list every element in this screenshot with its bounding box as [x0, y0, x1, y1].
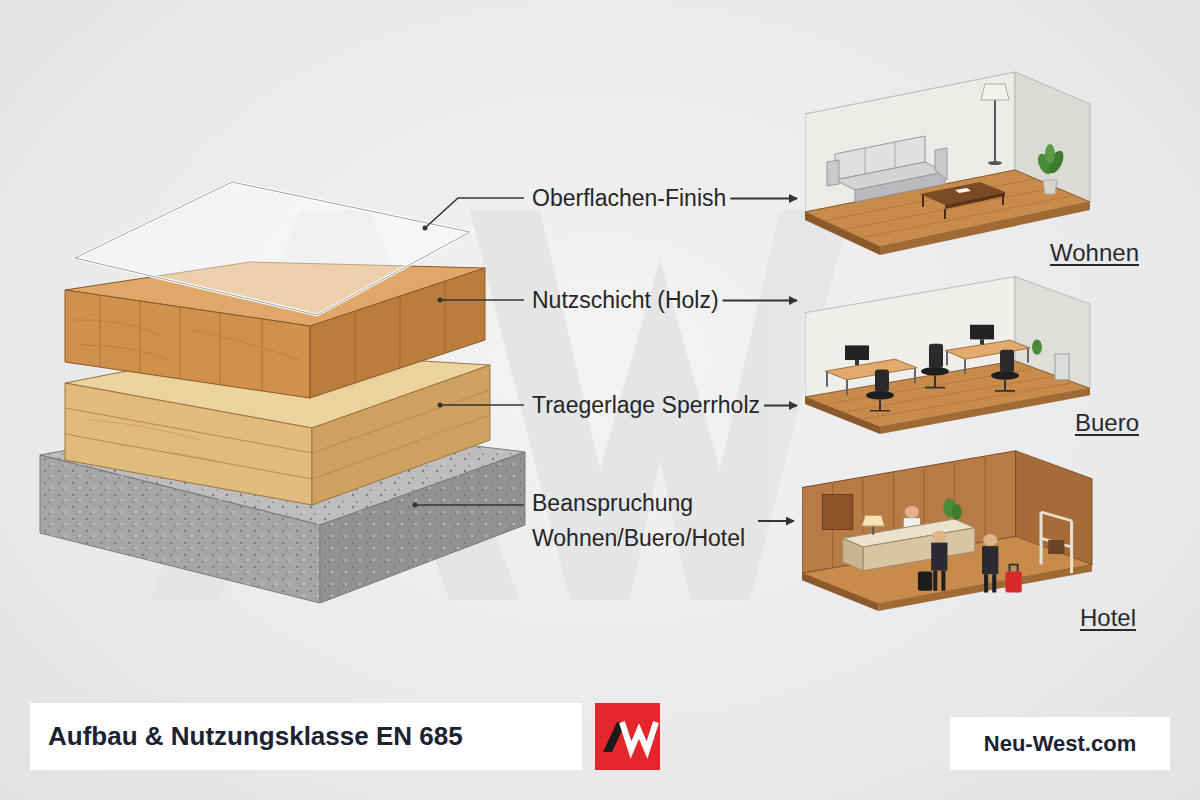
title-panel: Aufbau & Nutzungsklasse EN 685 — [30, 703, 582, 770]
hotel-lobby — [802, 451, 1092, 611]
arrow-connector — [764, 405, 797, 407]
room-label: Hotel — [1080, 603, 1136, 633]
arrow-connector — [723, 300, 797, 302]
layer-label: Nutzschicht (Holz) — [532, 283, 719, 318]
room-label: Wohnen — [1050, 238, 1139, 268]
brand-logo — [595, 703, 660, 770]
arrow-connector — [758, 520, 794, 522]
site-panel: Neu-West.com — [950, 717, 1170, 770]
site-name: Neu-West.com — [984, 731, 1136, 757]
room-label: Buero — [1075, 408, 1139, 438]
finish-sheet — [75, 182, 470, 315]
layer-label-text: Traegerlage Sperrholz — [532, 388, 760, 423]
layer-label-text: Oberflachen-Finish — [532, 181, 726, 216]
room-panel: Hotel — [797, 442, 1142, 635]
living-room — [805, 72, 1090, 255]
layer-label-text: Beanspruchung Wohnen/Buero/Hotel — [532, 486, 754, 556]
layer-label: Traegerlage Sperrholz — [532, 388, 760, 423]
office-room — [805, 277, 1090, 434]
layer-label: Oberflachen-Finish — [532, 181, 726, 216]
layer-label: Beanspruchung Wohnen/Buero/Hotel — [532, 486, 754, 556]
room-panel: Wohnen — [800, 60, 1145, 270]
layer-label-text: Nutzschicht (Holz) — [532, 283, 719, 318]
arrow-connector — [730, 198, 797, 200]
leader-dots — [413, 226, 443, 508]
leader-lines — [415, 198, 524, 505]
title-text: Aufbau & Nutzungsklasse EN 685 — [48, 721, 463, 752]
room-panel: Buero — [800, 268, 1145, 440]
